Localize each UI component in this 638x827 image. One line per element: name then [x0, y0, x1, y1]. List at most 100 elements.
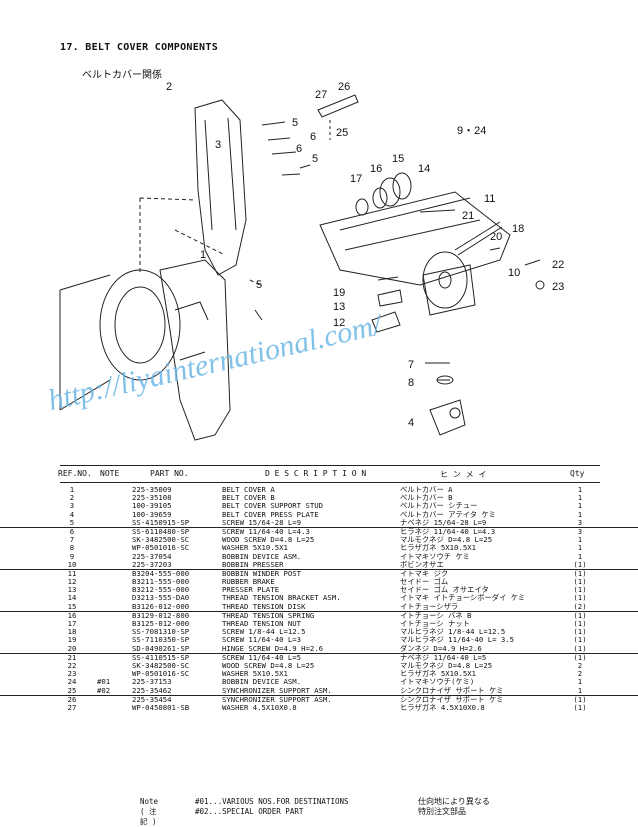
footnote-jp-line-2: 特別注文部品 [418, 807, 466, 816]
cell-qty: (1) [573, 643, 587, 653]
cell-hinmei: イトマキソウチ(ケミ) [400, 677, 475, 687]
belt-cover-b-shape [194, 99, 247, 276]
cell-ref-no: 6 [69, 526, 75, 536]
cell-qty: (2) [573, 601, 587, 611]
header-hinmei: ヒ ン メ イ [440, 470, 487, 479]
cell-part-no: 225-35462 [132, 685, 172, 695]
cell-ref-no: 22 [67, 660, 77, 670]
cell-description: WOOD SCREW D=4.8 L=25 [222, 535, 315, 545]
callout-5c: 5 [256, 279, 262, 291]
cell-hinmei: ヒラザガネ 5X10.5X1 [400, 669, 477, 679]
callout-26: 26 [338, 81, 350, 93]
cell-part-no: 225-37203 [132, 559, 172, 569]
callout-8: 8 [408, 377, 414, 389]
cell-qty: 1 [577, 493, 583, 503]
cell-description: SYNCHRONIZER SUPPORT ASM. [222, 694, 332, 704]
cell-description: SYNCHRONIZER SUPPORT ASM. [222, 685, 332, 695]
cell-hinmei: マルヒラネジ 1/8-44 L=12.5 [400, 627, 506, 637]
cell-hinmei: ベルトカバー B [400, 493, 453, 503]
cell-part-no: 100-39105 [132, 501, 172, 511]
cell-part-no: B3125-012-000 [132, 619, 190, 628]
callout-6a: 6 [296, 143, 302, 155]
stud-shape [317, 94, 359, 118]
cell-part-no: B3211-555-000 [132, 577, 190, 587]
cell-qty: (1) [573, 635, 587, 645]
cell-note: #02 [97, 685, 111, 695]
cell-hinmei: セイドー ゴム [400, 577, 449, 587]
cell-qty: 3 [577, 517, 583, 527]
cell-description: WOOD SCREW D=4.8 L=25 [222, 660, 315, 670]
header-note: NOTE [100, 469, 120, 478]
cell-ref-no: 5 [69, 517, 75, 527]
callout-18: 18 [512, 223, 524, 235]
callout-7: 7 [408, 359, 414, 371]
cell-qty: (1) [573, 593, 587, 603]
callout-22: 22 [552, 259, 564, 271]
cell-qty: 1 [577, 677, 583, 687]
callout-23: 23 [552, 281, 564, 293]
callout-1: 1 [200, 249, 206, 261]
cell-qty: 1 [577, 543, 583, 553]
cell-ref-no: 21 [67, 652, 77, 662]
cell-description: THREAD TENSION BRACKET ASM. [222, 593, 341, 603]
parts-table-header: REF.NO. NOTE PART NO. D E S C R I P T I … [0, 466, 638, 482]
cell-description: SCREW 11/64-40 L=5 [222, 652, 302, 662]
cell-qty: 1 [577, 501, 583, 511]
cell-hinmei: セイドー ゴム オサエイタ [400, 585, 489, 595]
cell-description: RUBBER BRAKE [222, 577, 275, 587]
cell-description: BELT COVER SUPPORT STUD [222, 501, 324, 511]
cell-ref-no: 18 [67, 627, 77, 637]
cell-ref-no: 9 [69, 551, 75, 561]
callout-4: 4 [408, 417, 414, 429]
cell-ref-no: 11 [67, 568, 77, 578]
cell-description: WASHER 4.5X10X0.8 [222, 702, 297, 712]
cell-qty: (1) [573, 559, 587, 569]
cell-hinmei: ヒラザガネ 5X10.5X1 [400, 543, 477, 553]
cell-hinmei: ベルトカバー シチュー [400, 501, 478, 511]
callout-3: 3 [215, 139, 221, 151]
cell-hinmei: イトチョーシ バネ B [400, 610, 472, 620]
cell-part-no: SD-0490261-SP [132, 643, 190, 653]
cell-hinmei: イトチョーシ ナット [400, 619, 470, 628]
callout-2: 2 [166, 81, 172, 93]
cell-hinmei: ベルトカバー A [400, 485, 453, 494]
bobbin-device-bracket-shape [319, 191, 511, 286]
cell-ref-no: 23 [67, 669, 77, 679]
cell-ref-no: 12 [67, 577, 77, 587]
cell-hinmei: シンクロナイザ サポート ケミ [400, 685, 504, 695]
cell-description: WASHER 5X10.5X1 [222, 543, 288, 553]
cell-ref-no: 7 [69, 535, 75, 545]
cell-part-no: SS-6110480-SP [132, 526, 190, 536]
cell-description: SCREW 11/64-40 L=4.3 [222, 526, 310, 536]
cell-description: THREAD TENSION DISK [222, 601, 306, 611]
cell-hinmei: ナベネジ 15/64-28 L=9 [400, 517, 487, 527]
cell-qty: (1) [573, 577, 587, 587]
cell-hinmei: イトマキ ジク [400, 568, 449, 578]
cell-ref-no: 16 [67, 610, 77, 620]
cell-part-no: B3129-012-800 [132, 610, 190, 620]
cell-description: BELT COVER A [222, 485, 275, 494]
cell-ref-no: 20 [67, 643, 77, 653]
cell-ref-no: 13 [67, 585, 77, 595]
cell-ref-no: 19 [67, 635, 77, 645]
page-title: 17. BELT COVER COMPONENTS [60, 42, 219, 53]
cell-description: WASHER 5X10.5X1 [222, 669, 288, 679]
cell-qty: 1 [577, 535, 583, 545]
header-ref-no: REF.NO. [58, 469, 92, 478]
